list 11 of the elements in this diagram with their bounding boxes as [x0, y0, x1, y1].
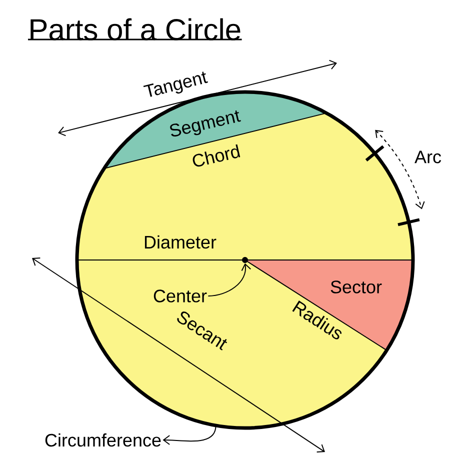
part-label: Tangent — [143, 72, 208, 97]
leader-arrow — [208, 263, 252, 296]
part-label: Segment — [170, 110, 241, 136]
part-label: Circumference — [45, 433, 161, 447]
leader-arrow — [162, 425, 216, 445]
part-label: Center — [154, 290, 207, 302]
part-label: Chord — [192, 144, 240, 167]
part-label: Diameter — [144, 235, 216, 249]
part-label: Arc — [414, 150, 442, 164]
part-label: Sector — [330, 280, 382, 294]
center-point — [242, 257, 248, 263]
